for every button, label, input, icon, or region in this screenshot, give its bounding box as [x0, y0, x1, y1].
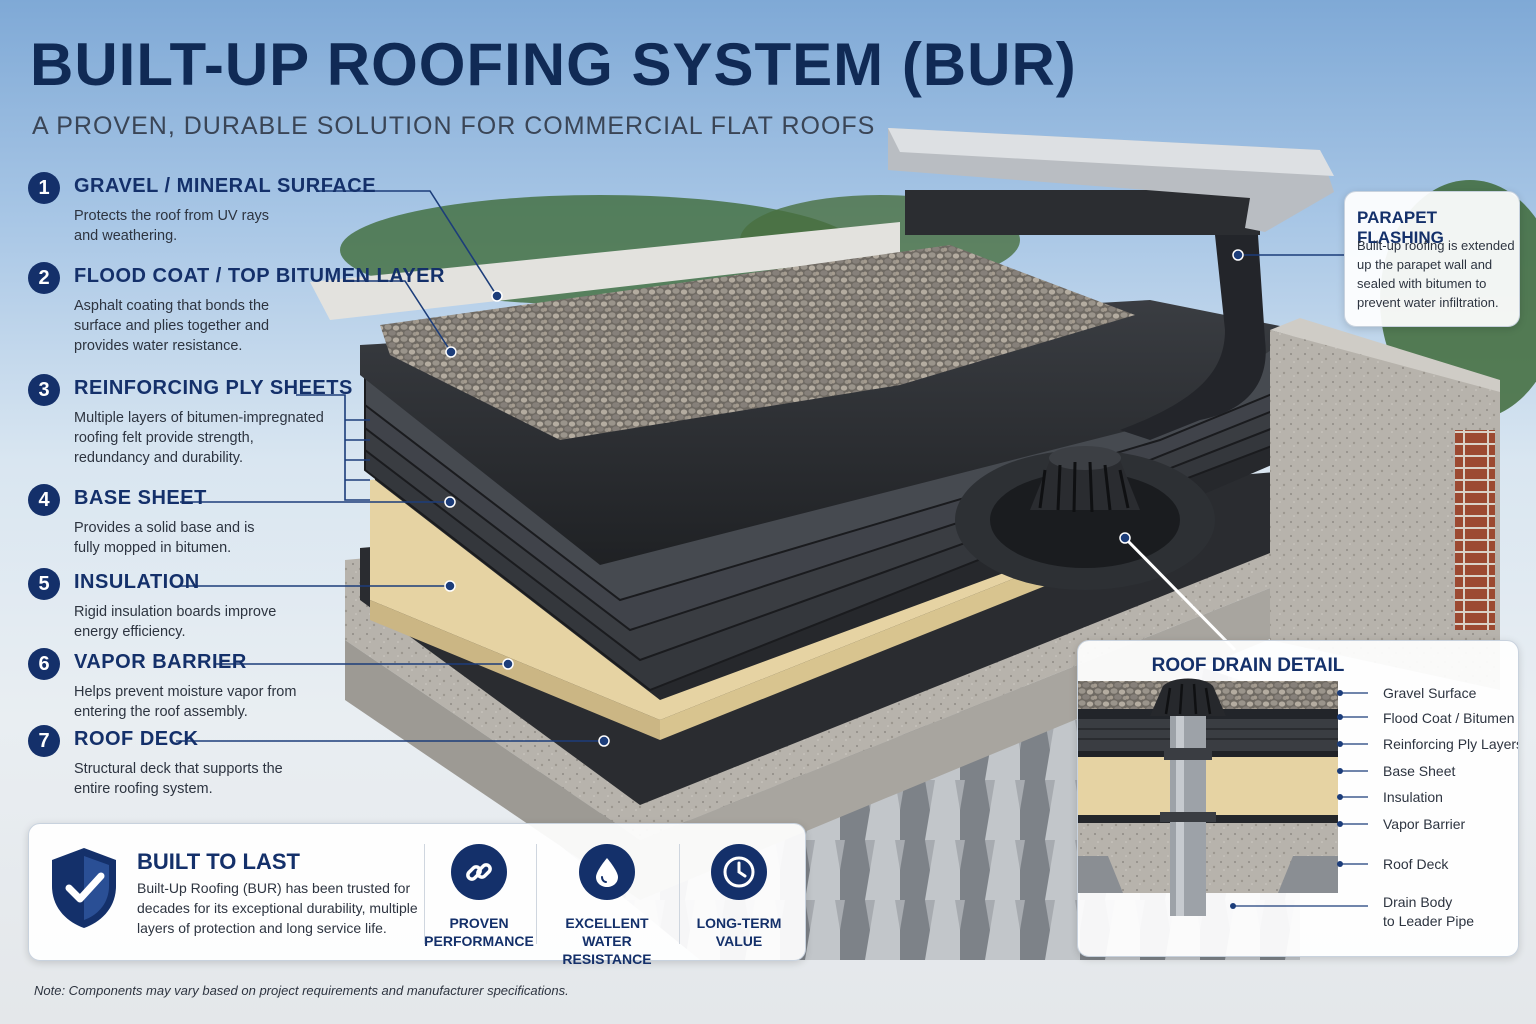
- drain-label-roof-deck: Roof Deck: [1383, 856, 1449, 872]
- feature-label-line-1: LONG-TERM: [696, 915, 782, 931]
- feature-label-line-2: PERFORMANCE: [424, 933, 534, 949]
- back-wall: [310, 222, 900, 320]
- drain-label-ply-layers: Reinforcing Ply Layers: [1383, 736, 1519, 752]
- parapet-callout-description: Built-up roofing is extended up the para…: [1357, 238, 1515, 310]
- feature-label-line-1: PROVEN: [449, 915, 509, 931]
- layer-description: Provides a solid base and is fully moppe…: [74, 520, 255, 556]
- parapet-flashing-callout: PARAPET FLASHING Built-up roofing is ext…: [1344, 191, 1520, 327]
- drain-label-drain-body: Drain Body to Leader Pipe: [1383, 893, 1474, 931]
- layer-title: GRAVEL / MINERAL SURFACE: [74, 175, 377, 197]
- divider: [536, 844, 537, 944]
- feature-long-term-value: LONG-TERM VALUE: [674, 844, 804, 950]
- built-to-last-panel: BUILT TO LAST Built-Up Roofing (BUR) has…: [28, 823, 806, 967]
- built-to-last-description: Built-Up Roofing (BUR) has been trusted …: [137, 880, 418, 936]
- footnote: Note: Components may vary based on proje…: [34, 983, 569, 998]
- divider: [679, 844, 680, 944]
- layer-number-badge: 5: [28, 568, 60, 600]
- layer-description: Helps prevent moisture vapor from enteri…: [74, 684, 297, 720]
- page-subtitle: A PROVEN, DURABLE SOLUTION FOR COMMERCIA…: [32, 112, 876, 140]
- brick-wall: [1455, 430, 1495, 630]
- drain-label-gravel: Gravel Surface: [1383, 685, 1477, 701]
- divider: [424, 844, 425, 944]
- feature-label-line-2: WATER RESISTANCE: [562, 933, 652, 967]
- drain-cross-section: [1078, 678, 1368, 916]
- built-to-last-title: BUILT TO LAST: [137, 849, 300, 874]
- layer-number-badge: 3: [28, 374, 60, 406]
- layer-title: VAPOR BARRIER: [74, 651, 247, 673]
- link-icon: [451, 844, 507, 900]
- layer-number-badge: 2: [28, 262, 60, 294]
- parapet-wall: [1270, 330, 1500, 690]
- drain-label-flood-coat: Flood Coat / Bitumen: [1383, 710, 1515, 726]
- layer-description: Structural deck that supports the entire…: [74, 761, 283, 797]
- layer-description: Protects the roof from UV rays and weath…: [74, 208, 270, 244]
- clock-icon: [711, 844, 767, 900]
- feature-label: EXCELLENT WATER RESISTANCE: [542, 914, 672, 968]
- layer-number-badge: 1: [28, 172, 60, 204]
- drain-body-line-2: to Leader Pipe: [1383, 913, 1475, 929]
- drain-label-insulation: Insulation: [1383, 789, 1443, 805]
- feature-label: LONG-TERM VALUE: [674, 914, 804, 950]
- feature-water-resistance: EXCELLENT WATER RESISTANCE: [542, 844, 672, 968]
- page-title: BUILT-UP ROOFING SYSTEM (BUR): [30, 31, 1077, 98]
- drain-label-base-sheet: Base Sheet: [1383, 763, 1456, 779]
- feature-label-line-2: VALUE: [715, 933, 763, 949]
- feature-label-line-1: EXCELLENT: [565, 915, 649, 931]
- drain-detail-title: ROOF DRAIN DETAIL: [1151, 655, 1345, 676]
- layer-description: Rigid insulation boards improve energy e…: [74, 604, 277, 640]
- layer-title: FLOOD COAT / TOP BITUMEN LAYER: [74, 265, 445, 287]
- drain-body-line-1: Drain Body: [1383, 894, 1453, 910]
- leader-lines: [176, 190, 1344, 742]
- layer-title: REINFORCING PLY SHEETS: [74, 377, 353, 399]
- layer-title: INSULATION: [74, 571, 200, 593]
- water-drop-icon: [579, 844, 635, 900]
- layer-number-badge: 4: [28, 484, 60, 516]
- layer-title: ROOF DECK: [74, 728, 199, 750]
- leader-dots: [444, 249, 1244, 747]
- shield-check-icon: [52, 848, 116, 928]
- feature-label: PROVEN PERFORMANCE: [414, 914, 544, 950]
- layer-description: Asphalt coating that bonds the surface a…: [74, 298, 270, 354]
- gravel-layer: [380, 245, 1135, 440]
- feature-proven-performance: PROVEN PERFORMANCE: [414, 844, 544, 950]
- layer-description: Multiple layers of bitumen-impregnated r…: [74, 410, 324, 466]
- layer-number-badge: 7: [28, 725, 60, 757]
- roof-drain-detail-panel: ROOF DRAIN DETAIL Gravel: [1077, 640, 1519, 957]
- layer-number-badge: 6: [28, 648, 60, 680]
- parapet-callout-title: PARAPET FLASHING: [1357, 208, 1444, 247]
- layer-title: BASE SHEET: [74, 487, 207, 509]
- drain-label-vapor-barrier: Vapor Barrier: [1383, 816, 1466, 832]
